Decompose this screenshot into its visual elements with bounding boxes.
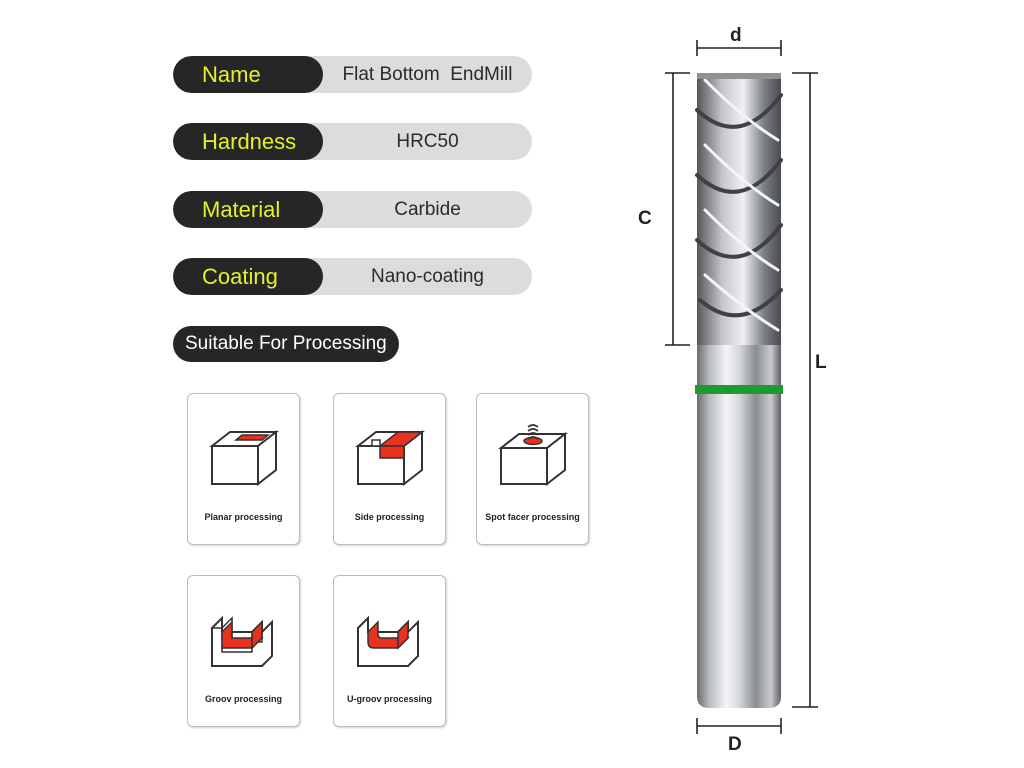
process-card-spot-facer: Spot facer processing <box>476 393 589 545</box>
spec-row-coating: Coating Nano-coating <box>173 258 532 295</box>
dimension-c-label: C <box>638 208 652 229</box>
process-label: Planar processing <box>204 512 283 522</box>
endmill-shank <box>697 345 781 708</box>
dimension-l-label: L <box>815 352 827 373</box>
spec-label: Name <box>173 56 323 93</box>
green-ring <box>695 385 783 394</box>
spot-facer-processing-icon <box>498 424 568 487</box>
process-label: Spot facer processing <box>485 512 580 522</box>
process-card-groove: Groov processing <box>187 575 300 727</box>
planar-processing-icon <box>209 429 279 487</box>
dimension-d-label: d <box>730 25 742 46</box>
process-card-side: Side processing <box>333 393 446 545</box>
spec-value: Flat Bottom EndMill <box>342 64 513 85</box>
suitable-heading: Suitable For Processing <box>173 326 399 362</box>
u-groove-processing-icon <box>357 615 419 667</box>
dimension-d-shank-label: D <box>728 734 742 755</box>
spec-row-hardness: Hardness HRC50 <box>173 123 532 160</box>
spec-row-material: Material Carbide <box>173 191 532 228</box>
process-label: Groov processing <box>204 694 283 704</box>
spec-label: Coating <box>173 258 323 295</box>
spec-value: Nano-coating <box>370 266 485 287</box>
process-card-u-groove: U-groov processing <box>333 575 446 727</box>
side-processing-icon <box>355 429 425 487</box>
dimension-lines <box>665 40 818 734</box>
flute-spirals <box>695 78 783 332</box>
process-label: Side processing <box>354 512 425 522</box>
spec-value: HRC50 <box>396 131 459 152</box>
process-card-planar: Planar processing <box>187 393 300 545</box>
spec-row-name: Name Flat Bottom EndMill <box>173 56 532 93</box>
process-label: U-groov processing <box>346 694 432 704</box>
spec-label: Material <box>173 191 323 228</box>
spec-label: Hardness <box>173 123 323 160</box>
spec-value: Carbide <box>394 199 461 220</box>
endmill-flutes <box>697 73 781 345</box>
groove-processing-icon <box>210 615 273 667</box>
